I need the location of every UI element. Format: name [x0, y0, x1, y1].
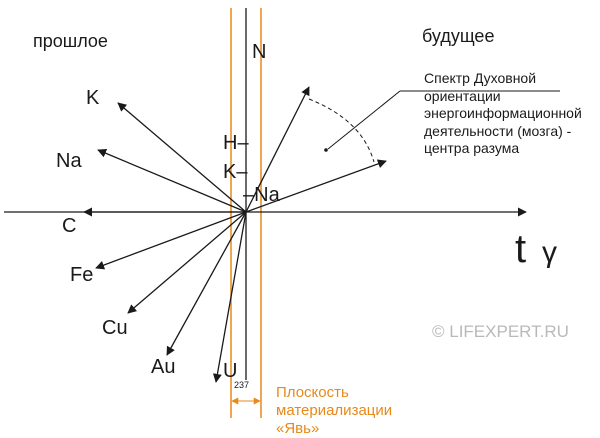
plane-line-3: «Явь» [276, 420, 319, 437]
label-t: t [515, 227, 526, 271]
label-k: K [86, 87, 100, 109]
spectrum-line-5: центра разума [424, 140, 519, 156]
spectrum-description: Спектр Духовной ориентации энергоинформа… [424, 70, 582, 156]
plane-line-2: материализации [276, 402, 392, 419]
vector-spectrum-lower [245, 159, 387, 213]
label-au: Au [151, 356, 175, 378]
vector-na [97, 148, 247, 213]
spectrum-leader-line [327, 90, 401, 150]
spectrum-line-4: деятельности (мозга) - [424, 123, 572, 139]
watermark: © LIFEXPERT.RU [432, 322, 569, 341]
vector-au [166, 211, 247, 356]
label-u: U [223, 360, 237, 382]
label-fe: Fe [70, 264, 93, 286]
spectrum-point [324, 148, 328, 152]
marker-na: –Na [243, 184, 281, 206]
label-past: прошлое [33, 31, 108, 51]
spectrum-line-1: Спектр Духовной [424, 70, 536, 86]
spectrum-line-3: энергоинформационной [424, 105, 582, 121]
vector-u [212, 211, 247, 383]
label-c: C [62, 215, 76, 237]
vector-fe [95, 211, 247, 270]
label-gamma: γ [542, 236, 557, 269]
spectrum-arc [308, 98, 375, 163]
vector-k [117, 102, 247, 213]
label-cu: Cu [102, 317, 128, 339]
label-na: Na [56, 150, 82, 172]
label-n: N [252, 41, 266, 63]
spectrum-line-2: ориентации [424, 88, 501, 104]
vector-spectrum-upper [245, 86, 310, 213]
marker-k: K– [223, 161, 248, 183]
vector-cu [127, 211, 247, 314]
label-future: будущее [422, 26, 494, 46]
plane-description: Плоскость материализации «Явь» [276, 384, 392, 437]
marker-h: H– [223, 132, 249, 154]
label-width-value: 237 [234, 380, 249, 390]
plane-line-1: Плоскость [276, 384, 349, 401]
